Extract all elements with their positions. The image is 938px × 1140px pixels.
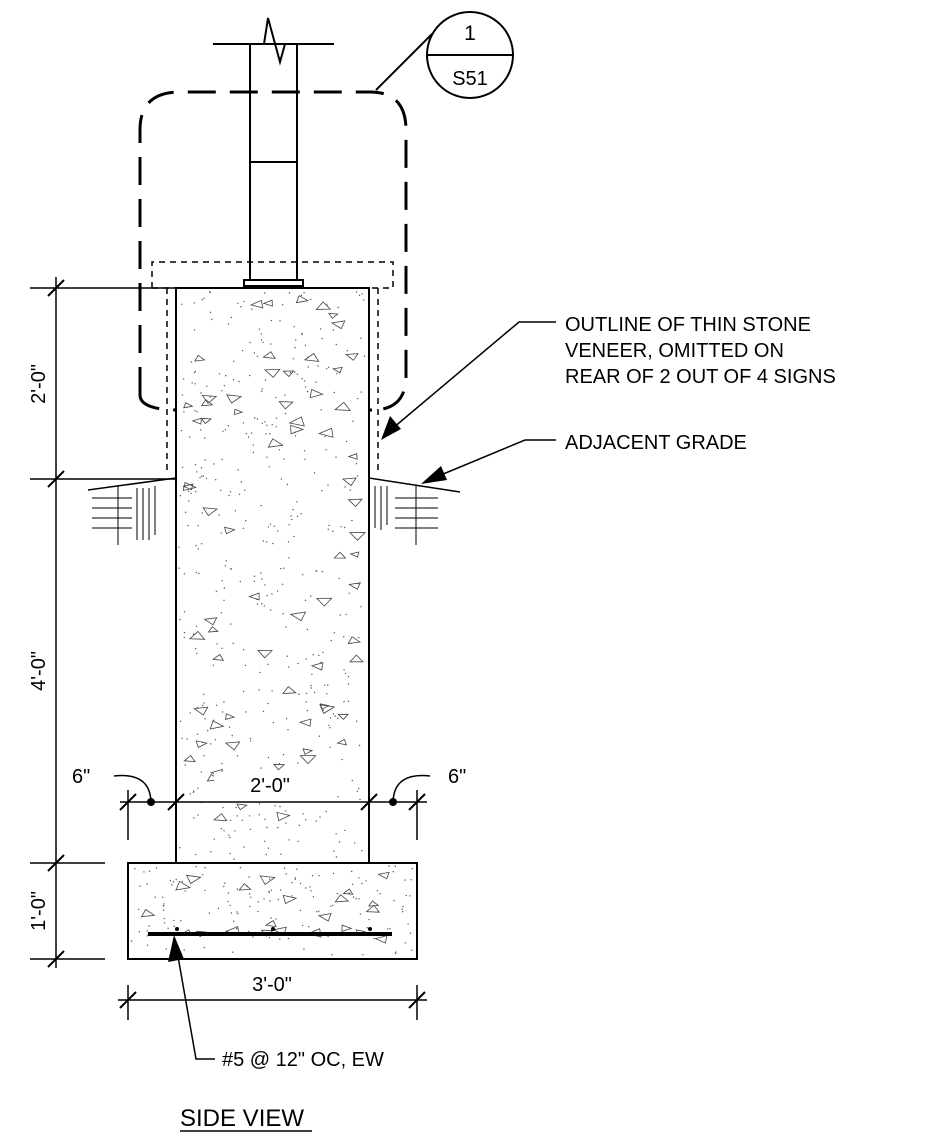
veneer-note-line2: VENEER, OMITTED ON — [565, 340, 784, 362]
veneer-note: OUTLINE OF THIN STONE VENEER, OMITTED ON… — [381, 314, 836, 440]
veneer-note-line3: REAR OF 2 OUT OF 4 SIGNS — [565, 366, 836, 388]
dim-footing-depth: 1'-0" — [28, 891, 50, 931]
view-title-text: SIDE VIEW — [180, 1105, 304, 1132]
grade-note: ADJACENT GRADE — [421, 432, 747, 484]
grade-left — [87, 477, 177, 545]
grade-note-text: ADJACENT GRADE — [565, 432, 747, 454]
dim-pier-width: 2'-0" — [250, 775, 290, 797]
callout-sheet: S51 — [452, 68, 488, 90]
footing-width-dimension: 3'-0" — [118, 974, 427, 1020]
dim-left-projection: 6" — [72, 766, 90, 788]
dim-footing-width: 3'-0" — [252, 974, 292, 996]
pier-width-dimension: 2'-0" 6" 6" — [72, 766, 466, 840]
veneer-outline — [151, 261, 394, 475]
rebar-note-text: #5 @ 12" OC, EW — [222, 1049, 384, 1071]
sign-post — [213, 17, 334, 287]
callout-number: 1 — [464, 22, 476, 45]
grade-right — [368, 477, 461, 545]
concrete-footing — [127, 862, 418, 960]
detail-callout: 1 S51 — [375, 11, 514, 99]
concrete-pier — [175, 287, 370, 864]
view-title: SIDE VIEW — [180, 1105, 312, 1132]
dim-pier-below-grade: 4'-0" — [28, 651, 50, 691]
enlargement-outline — [138, 90, 408, 412]
rebar-note: #5 @ 12" OC, EW — [168, 935, 384, 1071]
veneer-note-line1: OUTLINE OF THIN STONE — [565, 314, 811, 336]
vertical-dimensions: 2'-0" 4'-0" 1'-0" — [28, 277, 176, 968]
dim-right-projection: 6" — [448, 766, 466, 788]
dim-pier-above-grade: 2'-0" — [28, 364, 50, 404]
